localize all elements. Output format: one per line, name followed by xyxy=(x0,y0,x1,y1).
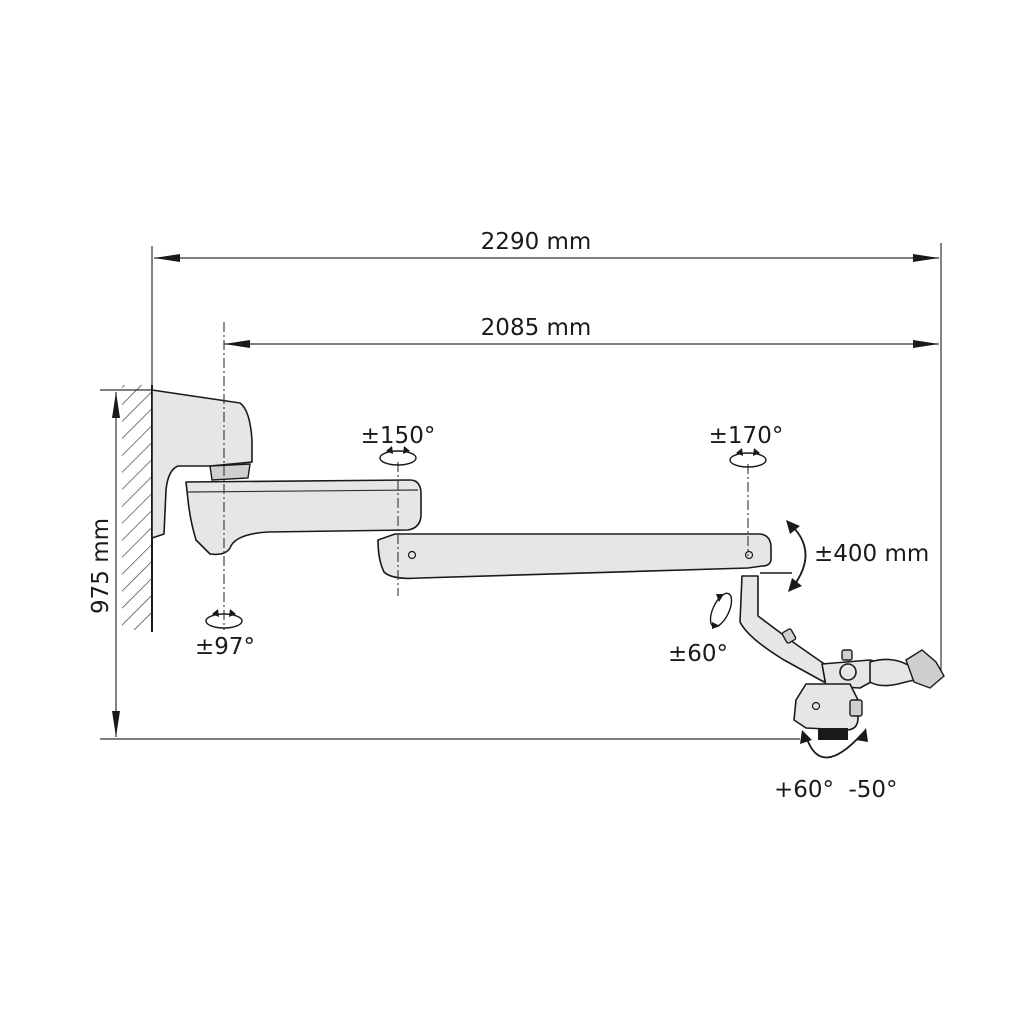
rotation-label-joint-2: ±170° xyxy=(709,423,784,449)
wall xyxy=(122,385,153,632)
arrow-right-icon xyxy=(913,254,939,262)
optics-carrier-body xyxy=(793,683,859,731)
rotation-arrow-icon xyxy=(212,609,219,617)
dimension-height: 975 mm xyxy=(88,392,120,737)
dimension-reach-length: 2085 mm xyxy=(224,315,939,348)
arrow-up-icon xyxy=(112,392,120,418)
first-arm-edge xyxy=(187,489,419,493)
wall-bracket-joint xyxy=(209,463,251,481)
head-rotation-arc xyxy=(805,733,863,759)
rotation-arrow-icon xyxy=(229,609,236,617)
wall-hatching xyxy=(122,385,152,630)
arrow-down-icon xyxy=(788,578,802,592)
dimension-label-reach: 2085 mm xyxy=(481,315,592,341)
top-knob xyxy=(841,649,853,661)
rotation-arrow-icon xyxy=(403,446,410,454)
wall-bracket-body xyxy=(151,389,253,539)
vertical-travel: ±400 mm xyxy=(786,520,929,592)
rotation-tilt: ±60° xyxy=(668,592,733,667)
suspension-knob xyxy=(781,628,797,644)
arrow-left-icon xyxy=(224,340,250,348)
rotation-label-tilt: ±60° xyxy=(668,641,728,667)
dimension-label-height: 975 mm xyxy=(88,518,114,614)
rotation-base: ±97° xyxy=(195,609,255,660)
objective-lens xyxy=(818,728,848,740)
arm-screw-icon xyxy=(744,550,754,560)
vertical-travel-label: ±400 mm xyxy=(814,541,929,567)
rotation-label-head-minus: -50° xyxy=(848,777,897,803)
arrow-down-icon xyxy=(112,711,120,737)
dimension-label-total: 2290 mm xyxy=(481,229,592,255)
arrow-right-icon xyxy=(856,728,868,742)
rotation-label-base: ±97° xyxy=(195,634,255,660)
optics-side-knob xyxy=(849,699,863,717)
coupling-knob xyxy=(839,663,857,681)
rotation-label-joint-1: ±150° xyxy=(361,423,436,449)
rotation-ellipse-icon xyxy=(205,613,243,629)
arrow-left-icon xyxy=(154,254,180,262)
rotation-head: +60° -50° xyxy=(774,728,898,803)
optics-screw-icon xyxy=(811,701,821,711)
second-arm-body xyxy=(377,533,772,580)
dimension-total-length: 2290 mm xyxy=(154,229,939,262)
rotation-arrow-icon xyxy=(753,448,760,456)
rotation-arrow-icon xyxy=(712,622,720,629)
rotation-ellipse-icon xyxy=(729,452,767,468)
suspension-arm xyxy=(739,575,831,683)
rotation-ellipse-icon xyxy=(379,450,417,466)
rotation-arrow-icon xyxy=(386,446,393,454)
first-arm xyxy=(185,479,422,556)
arrow-up-icon xyxy=(786,520,800,534)
second-arm xyxy=(377,533,792,580)
microscope-head xyxy=(739,575,945,740)
arrow-left-icon xyxy=(800,730,812,744)
rotation-arrow-icon xyxy=(716,594,724,602)
eyepiece xyxy=(905,649,945,689)
arrow-right-icon xyxy=(913,340,939,348)
rotation-joint-2: ±170° xyxy=(709,423,784,468)
rotation-joint-1: ±150° xyxy=(361,423,436,466)
wall-bracket xyxy=(151,389,253,539)
rotation-label-head-plus: +60° xyxy=(774,777,834,803)
rotation-arrow-icon xyxy=(736,448,743,456)
first-arm-body xyxy=(185,479,422,556)
arm-screw-icon xyxy=(407,550,417,560)
